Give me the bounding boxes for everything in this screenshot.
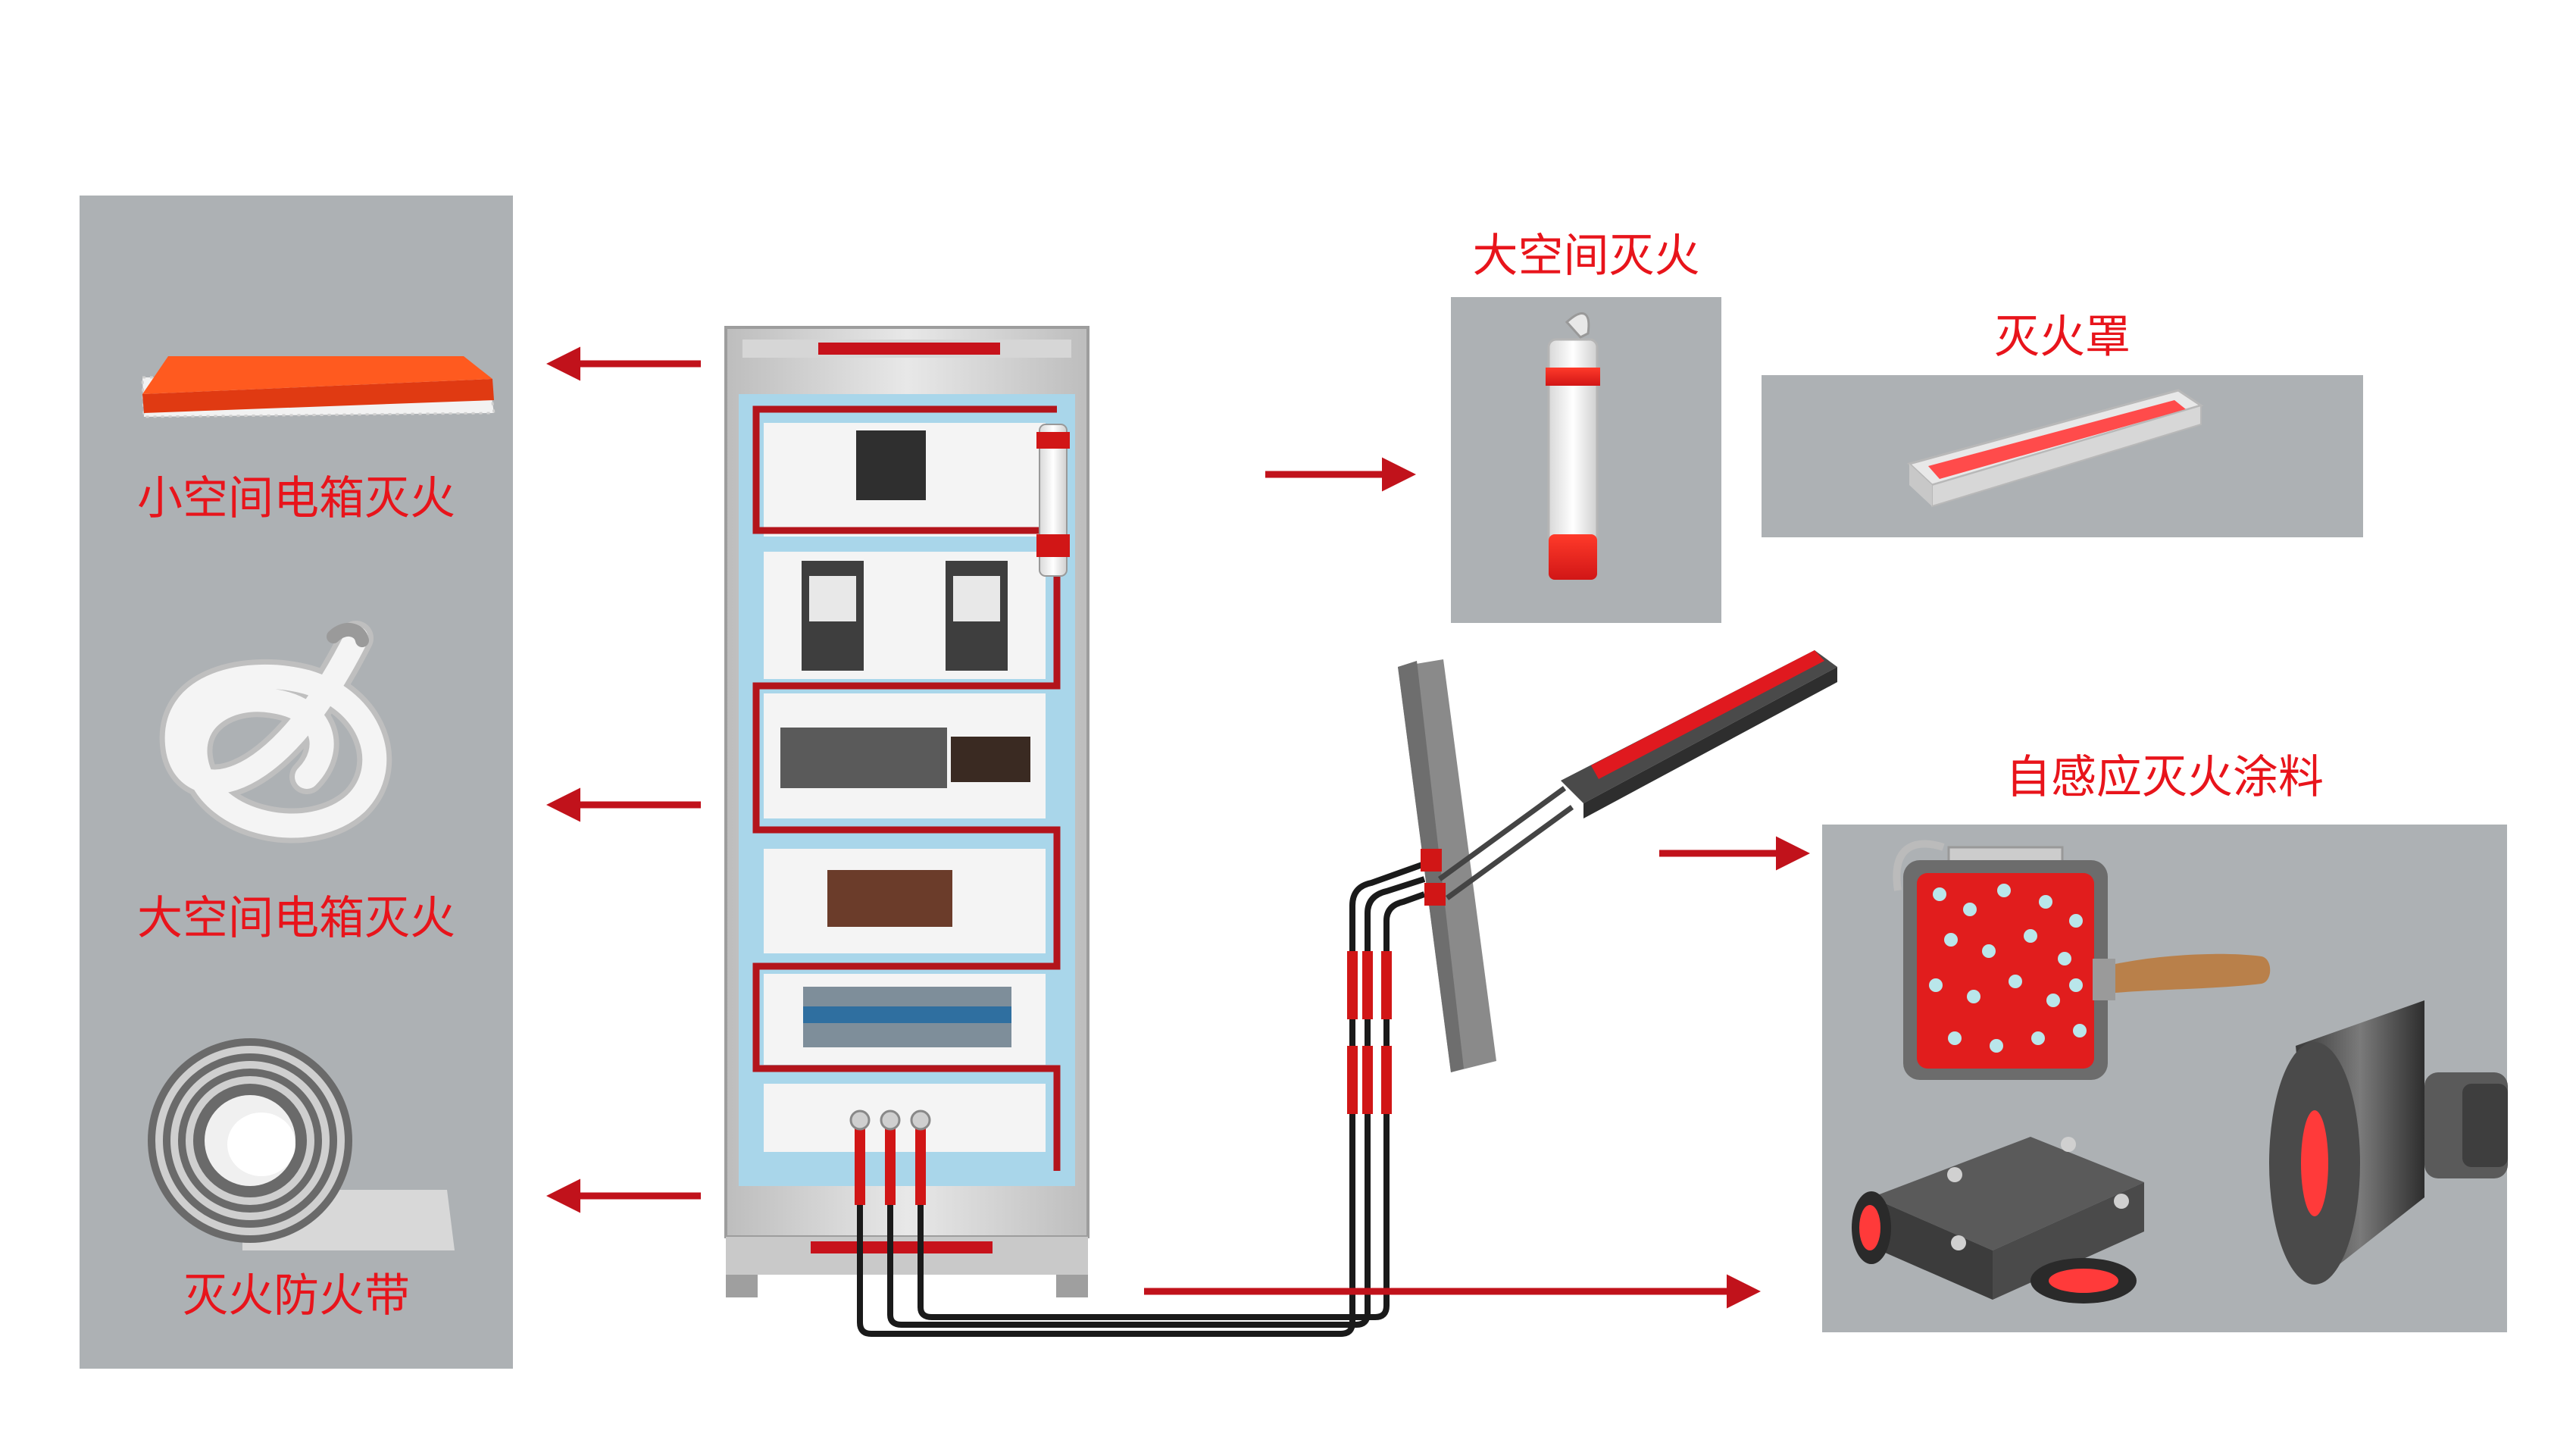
large-space-label: 大空间灭火 — [1472, 230, 1700, 283]
cable-joint-box-icon — [1852, 1137, 2144, 1303]
paint-bucket-icon — [1893, 840, 2271, 1080]
cable-sleeves — [1347, 951, 1392, 1114]
fire-hood-label: 灭火罩 — [1994, 311, 2131, 364]
cable-tray-hood-icon — [1907, 389, 2204, 508]
fire-tape-label: 灭火防火带 — [183, 1269, 410, 1322]
electrical-cabinet — [724, 326, 1089, 1297]
coiled-tube-icon — [159, 621, 392, 843]
cylinder-device-icon — [2269, 1000, 2508, 1285]
mounting-board — [1398, 659, 1496, 1072]
cable-tray-arm — [1437, 650, 1837, 900]
self-sensing-coating-label: 自感应灭火涂料 — [2005, 751, 2324, 804]
tape-roll-icon — [148, 1038, 455, 1250]
cables — [857, 861, 1426, 1337]
large-space-box-label: 大空间电箱灭火 — [137, 892, 455, 945]
small-space-box-label: 小空间电箱灭火 — [137, 472, 455, 525]
fire-blanket-pad-icon — [141, 356, 496, 418]
extinguisher-tube-icon — [1546, 312, 1600, 580]
